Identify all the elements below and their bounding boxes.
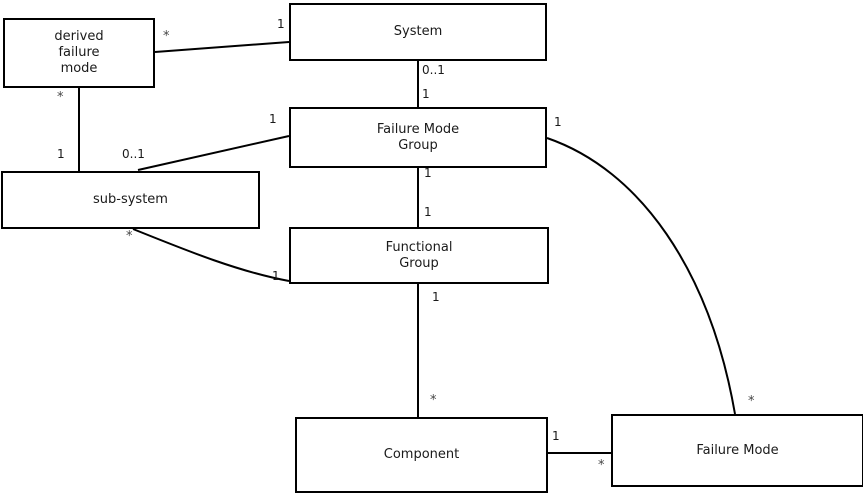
class-label-functional-group: Functional Group	[385, 239, 453, 271]
class-label-failure-mode: Failure Mode	[696, 442, 779, 458]
class-box-sub-system[interactable]: sub-system	[1, 171, 260, 229]
multiplicity-component-up-star: *	[430, 393, 437, 408]
multiplicity-component-right-one: 1	[552, 429, 560, 443]
multiplicity-failure-mode-group-left-one: 1	[269, 112, 277, 126]
multiplicity-failure-mode-top-star: *	[748, 394, 755, 409]
multiplicity-functional-group-left-one: 1	[272, 269, 280, 283]
edge-derived-failure-mode-to-system	[154, 41, 290, 53]
class-box-functional-group[interactable]: Functional Group	[289, 227, 549, 284]
edge-failure-mode-group-to-failure-mode	[546, 137, 736, 415]
class-label-component: Component	[383, 447, 460, 462]
multiplicity-failure-mode-group-right-one: 1	[554, 115, 562, 129]
multiplicity-sub-system-up-one: 1	[57, 147, 65, 161]
class-box-system[interactable]: System	[289, 3, 547, 61]
multiplicity-sub-system-down-star: *	[126, 229, 133, 244]
multiplicity-failure-mode-group-down-one: 1	[424, 166, 432, 180]
multiplicity-sub-system-right-zero-one: 0..1	[122, 147, 145, 161]
multiplicity-derived-to-system-star: *	[163, 29, 170, 44]
class-label-derived-failure-mode: derived failure mode	[54, 29, 104, 76]
class-label-system: System	[393, 24, 443, 39]
class-label-failure-mode-group: Failure Mode Group	[376, 121, 460, 153]
class-box-derived-failure-mode[interactable]: derived failure mode	[3, 18, 155, 88]
edge-sub-system-to-failure-mode-group	[137, 135, 290, 171]
class-box-failure-mode[interactable]: Failure Mode	[611, 414, 863, 487]
multiplicity-functional-group-up-one: 1	[424, 205, 432, 219]
class-box-failure-mode-group[interactable]: Failure Mode Group	[289, 107, 547, 168]
edge-sub-system-to-functional-group	[132, 228, 290, 282]
multiplicity-system-down-zero-one: 0..1	[422, 63, 445, 77]
multiplicity-failure-mode-group-up-one: 1	[422, 87, 430, 101]
multiplicity-derived-down-star: *	[57, 90, 64, 105]
multiplicity-functional-group-down-one: 1	[432, 290, 440, 304]
class-label-sub-system: sub-system	[93, 192, 168, 207]
class-box-component[interactable]: Component	[295, 417, 548, 493]
multiplicity-failure-mode-left-star: *	[598, 458, 605, 473]
multiplicity-system-left-one: 1	[277, 17, 285, 31]
